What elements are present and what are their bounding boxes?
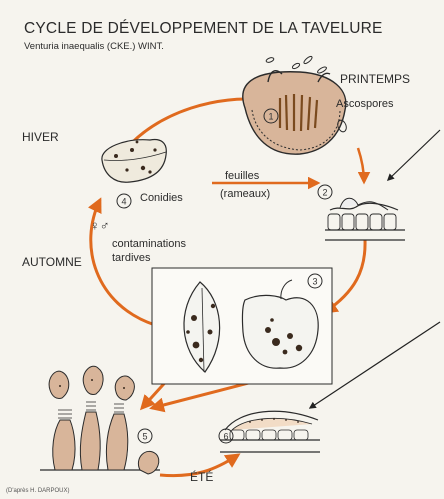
subcuticular-stroma-illustration: 6 (219, 411, 320, 452)
pointer-arrow-top (388, 130, 440, 180)
conidies-label: Conidies (140, 192, 183, 204)
stage-5-number: 5 (143, 432, 148, 442)
late-contaminations-label: contaminations (112, 238, 186, 250)
stage-2-number: 2 (323, 188, 328, 198)
arrow-ascospores-to-infection (358, 148, 364, 182)
season-spring-label: PRINTEMPS (340, 72, 410, 86)
season-winter-label: HIVER (22, 130, 59, 144)
sex-symbols-label: ♀♂ (90, 218, 110, 233)
source-credit: (D'après H. DARPOUX) (6, 488, 70, 494)
stage-4-number: 4 (122, 197, 127, 207)
conidiophores-illustration: 5 (40, 366, 160, 474)
season-summer-label: ÉTÉ (190, 470, 213, 484)
stage-3-number: 3 (313, 277, 318, 287)
season-autumn-label: AUTOMNE (22, 255, 82, 269)
leaf-and-fruit-panel: 3 (152, 268, 332, 384)
late-contaminations-label-2: tardives (112, 252, 151, 264)
stage-6-number: 6 (224, 432, 229, 442)
stage-1-number: 1 (269, 112, 274, 122)
branches-label: (rameaux) (220, 188, 270, 200)
perithecium-illustration: 1 (243, 55, 348, 154)
leaf-infection-illustration: 2 (318, 185, 405, 240)
leaves-label: feuilles (225, 170, 259, 182)
ascospores-label: Ascospores (336, 98, 393, 110)
